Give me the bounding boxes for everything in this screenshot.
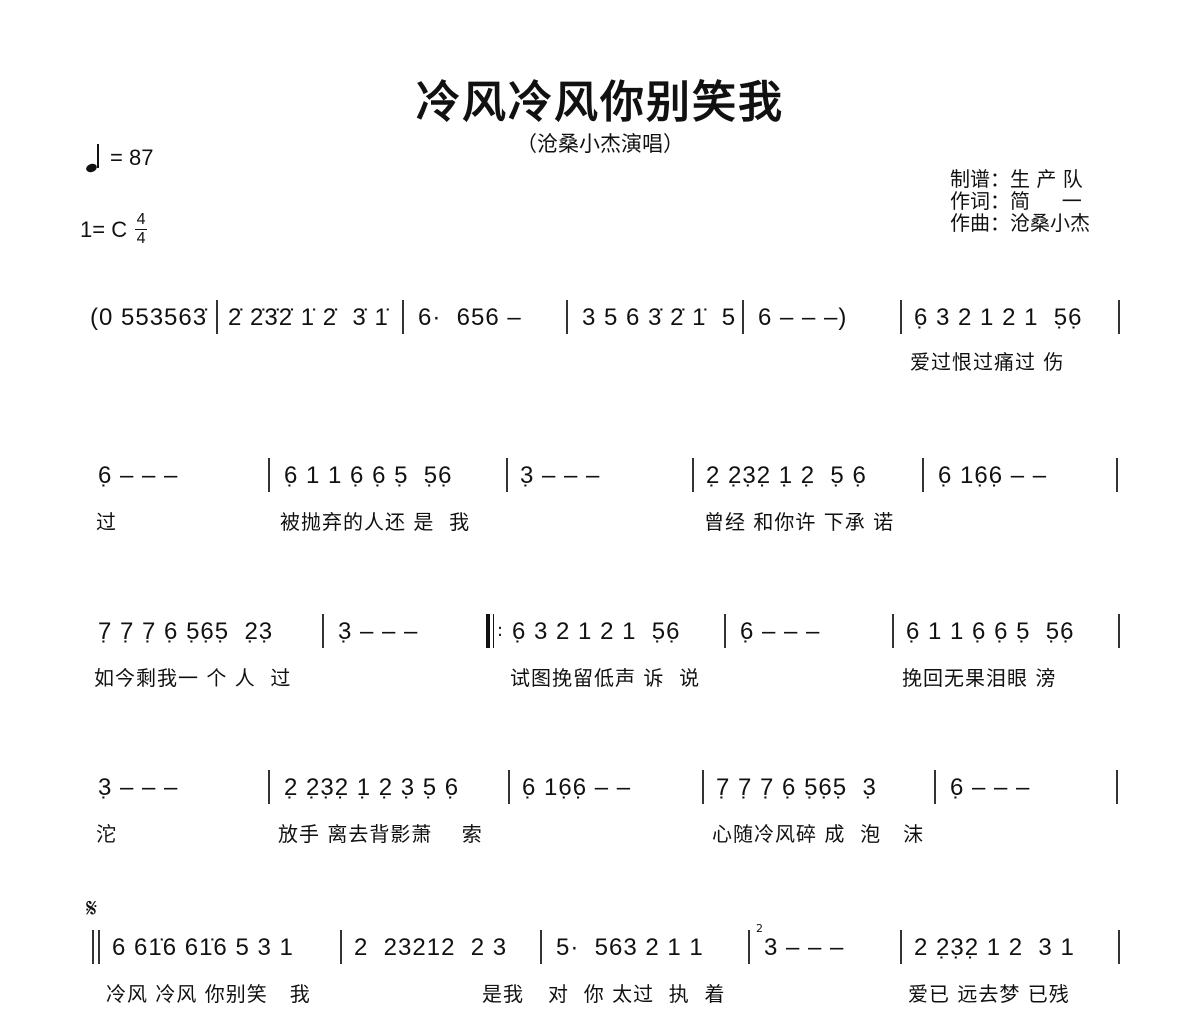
measure-23-notes: 2 23212 2 3 — [354, 934, 508, 961]
tempo-marking: = 87 — [84, 144, 154, 174]
barline — [1118, 930, 1120, 964]
measure-7-notes: 6̣ – – – — [98, 462, 179, 489]
measure-1-notes: (0 553563̇ — [90, 304, 208, 331]
measure-22-notes: 6 61̇6 61̇6 5 3 1 — [112, 934, 294, 961]
measure-9-notes: 3̣ – – – — [520, 462, 601, 489]
measure-16-notes: 6̣ 1 1 6̣ 6̣ 5̣ 5̣6̣ — [906, 618, 1075, 645]
measure-26-lyrics: 爱已 远去梦 已残 — [908, 982, 1070, 1006]
measure-14-lyrics: 试图挽留低声 诉 说 — [510, 666, 701, 690]
tempo-value: = 87 — [110, 145, 154, 170]
measure-24-lyrics: 对 你 太过 执 着 — [548, 982, 726, 1006]
credits-block: 制谱：生 产 队 作词：简 一 作曲：沧桑小杰 — [950, 168, 1090, 234]
barline — [1116, 770, 1118, 804]
measure-8-notes: 6̣ 1 1 6̣ 6̣ 5̣ 5̣6̣ — [284, 462, 453, 489]
measure-22-lyrics: 冷风 冷风 你别笑 我 — [106, 982, 311, 1006]
barline — [1116, 458, 1118, 492]
barline — [268, 770, 270, 804]
segno-icon: 𝄋 — [86, 894, 98, 924]
credit-composer: 作曲：沧桑小杰 — [950, 211, 1090, 235]
measure-17-notes: 3̣ – – – — [98, 774, 179, 801]
barline — [340, 930, 342, 964]
performer-subtitle: （沧桑小杰演唱） — [516, 132, 684, 156]
barline — [322, 614, 324, 648]
measure-15-notes: 6̣ – – – — [740, 618, 821, 645]
measure-13-notes: 3̣ – – – — [338, 618, 419, 645]
barline — [748, 930, 750, 964]
measure-6-lyrics: 爱过恨过痛过 伤 — [910, 350, 1065, 374]
time-signature: 4 4 — [135, 211, 148, 247]
measure-2-notes: 2̇ 2̇3̇2̇ 1̇ 2̇ 3̇ 1̇ — [228, 304, 389, 331]
measure-7-lyrics: 过 — [96, 510, 117, 534]
barline — [566, 300, 568, 334]
barline — [508, 770, 510, 804]
time-sig-top: 4 — [136, 211, 146, 228]
measure-4-notes: 3 5 6 3̇ 2̇ 1̇ 5 — [582, 304, 737, 331]
barline — [506, 458, 508, 492]
barline — [1118, 614, 1120, 648]
measure-5-notes: 6 – – –) — [758, 304, 848, 331]
measure-3-notes: 6· 656 – — [418, 304, 522, 331]
barline — [900, 300, 902, 334]
measure-24-notes: 5· 563 2 1 1 — [556, 934, 704, 961]
barline — [934, 770, 936, 804]
barline — [742, 300, 744, 334]
measure-18-notes: 2̣ 2̣3̣2̣ 1̣ 2̣ 3̣ 5̣ 6̣ — [284, 774, 460, 801]
barline — [922, 458, 924, 492]
credit-lyricist: 作词：简 一 — [950, 189, 1082, 213]
barline — [724, 614, 726, 648]
measure-16-lyrics: 挽回无果泪眼 滂 — [902, 666, 1057, 690]
measure-12-lyrics: 如今剩我一 个 人 过 — [94, 666, 292, 690]
measure-14-notes: 6̣ 3 2 1 2 1 5̣6̣ — [512, 618, 681, 645]
measure-20-lyrics: 心随冷风碎 成 泡 沫 — [712, 822, 925, 846]
barline — [702, 770, 704, 804]
measure-18-lyrics: 放手 离去背影萧 索 — [278, 822, 483, 846]
quarter-note-icon — [84, 144, 100, 174]
measure-11-notes: 6̣ 16̣6̣ – – — [938, 462, 1048, 489]
measure-23-lyrics: 是我 — [482, 982, 524, 1006]
barline — [402, 300, 404, 334]
measure-10-notes: 2̣ 2̣3̣2̣ 1̣ 2̣ 5̣ 6̣ — [706, 462, 867, 489]
grace-note-mark: 2 — [756, 922, 763, 935]
barline — [268, 458, 270, 492]
measure-21-notes: 6̣ – – – — [950, 774, 1031, 801]
measure-10-lyrics: 曾经 和你许 下承 诺 — [704, 510, 895, 534]
key-label: 1= C — [80, 216, 128, 242]
barline — [1118, 300, 1120, 334]
barline — [900, 930, 902, 964]
barline — [892, 614, 894, 648]
key-signature: 1= C 4 4 — [80, 211, 148, 247]
credit-arranger: 制谱：生 产 队 — [950, 167, 1083, 191]
measure-17-lyrics: 沱 — [96, 822, 117, 846]
measure-19-notes: 6̣ 16̣6̣ – – — [522, 774, 632, 801]
time-sig-bottom: 4 — [136, 230, 146, 247]
measure-26-notes: 2 2̣3̣2̣ 1 2 3 1 — [914, 934, 1075, 961]
repeat-start-sign: : — [486, 614, 503, 648]
measure-20-notes: 7̣ 7̣ 7̣ 6̣ 5̣6̣5̣ 3̣ — [716, 774, 877, 801]
measure-12-notes: 7̣ 7̣ 7̣ 6̣ 5̣6̣5̣ 2̣3̣ — [98, 618, 274, 645]
barline — [692, 458, 694, 492]
measure-8-lyrics: 被抛弃的人还 是 我 — [280, 510, 471, 534]
barline — [540, 930, 542, 964]
song-title: 冷风冷风你别笑我 — [416, 77, 784, 128]
barline — [216, 300, 218, 334]
double-barline — [92, 930, 100, 964]
measure-6-notes: 6̣ 3 2 1 2 1 5̣6̣ — [914, 304, 1083, 331]
measure-25-notes: 3 – – – — [764, 934, 845, 961]
